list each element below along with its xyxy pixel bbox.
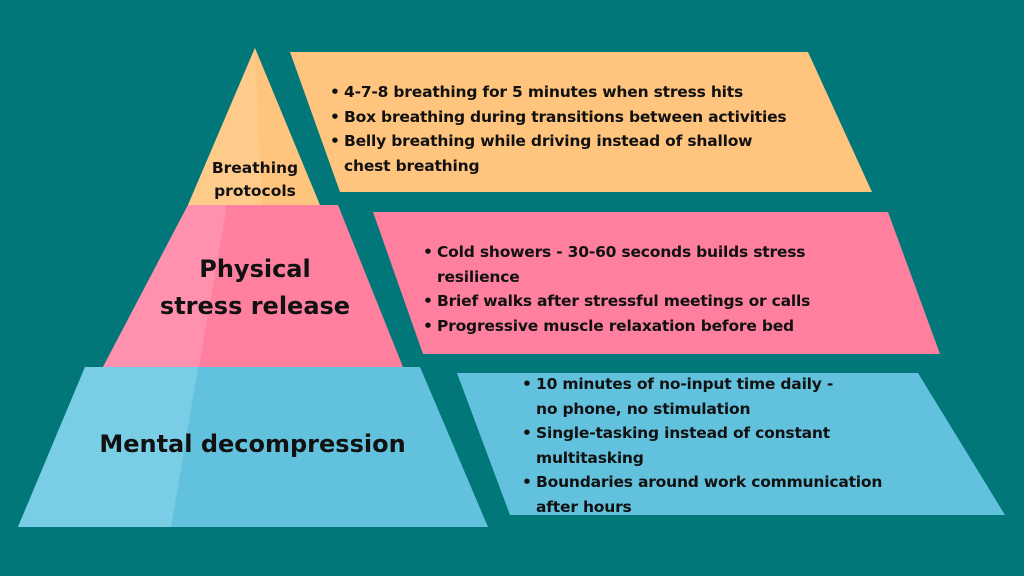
tier-label-line: Physical bbox=[199, 255, 311, 283]
tier-label-mental: Mental decompression bbox=[40, 426, 465, 462]
tier-label-line: Breathing bbox=[211, 159, 299, 177]
tier-label-breathing: Breathing protocols bbox=[190, 157, 320, 203]
list-item: 10 minutes of no-input time daily - no p… bbox=[522, 372, 836, 421]
list-item: Cold showers - 30-60 seconds builds stre… bbox=[423, 240, 837, 289]
list-item: Belly breathing while driving instead of… bbox=[330, 129, 799, 178]
list-item: Box breathing during transitions between… bbox=[330, 105, 840, 130]
panel-middle-list: Cold showers - 30-60 seconds builds stre… bbox=[423, 240, 853, 338]
tier-label-line: stress release bbox=[159, 292, 351, 320]
panel-bottom-list: 10 minutes of no-input time daily - no p… bbox=[522, 372, 942, 519]
pyramid-tier-top bbox=[188, 48, 320, 205]
pyramid-tier-middle bbox=[103, 205, 403, 367]
tier-label-line: Mental decompression bbox=[99, 430, 406, 458]
tier-label-physical: Physical stress release bbox=[130, 251, 380, 325]
list-item: Brief walks after stressful meetings or … bbox=[423, 289, 853, 314]
panel-top-list: 4-7-8 breathing for 5 minutes when stres… bbox=[330, 80, 840, 178]
list-item: Progressive muscle relaxation before bed bbox=[423, 314, 853, 339]
list-item: Boundaries around work communication aft… bbox=[522, 470, 926, 519]
list-item: 4-7-8 breathing for 5 minutes when stres… bbox=[330, 80, 840, 105]
pyramid-tier-bottom bbox=[18, 367, 488, 527]
list-item: Single-tasking instead of constant multi… bbox=[522, 421, 856, 470]
tier-label-line: protocols bbox=[214, 182, 296, 200]
